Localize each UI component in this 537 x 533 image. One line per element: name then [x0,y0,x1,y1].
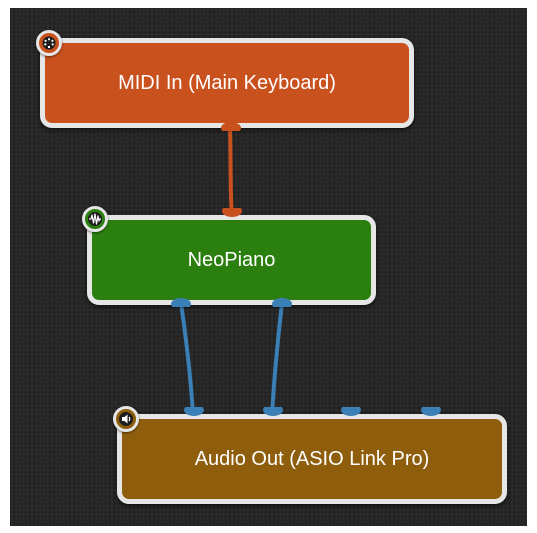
midi-in-port[interactable] [221,208,243,220]
audio-connection-wire-1[interactable] [179,301,195,418]
audio-out-port-2[interactable] [271,295,293,307]
midi-out-port[interactable] [220,119,242,131]
midi-in-node-label: MIDI In (Main Keyboard) [118,71,336,94]
audio-out-port-1[interactable] [170,295,192,307]
audio-out-node[interactable]: Audio Out (ASIO Link Pro) [117,414,507,504]
audio-in-port-3[interactable] [340,407,362,419]
node-graph-canvas[interactable]: MIDI In (Main Keyboard) NeoPiano [10,8,527,526]
midi-din-icon [36,30,62,56]
audio-in-port-2[interactable] [262,407,284,419]
midi-in-node[interactable]: MIDI In (Main Keyboard) [40,38,414,128]
audio-out-node-label: Audio Out (ASIO Link Pro) [194,447,430,470]
neopiano-node-label: NeoPiano [187,248,276,271]
audio-connection-wire-2[interactable] [270,301,284,418]
audio-in-port-1[interactable] [183,407,205,419]
speaker-icon [113,406,139,432]
audio-in-port-4[interactable] [420,407,442,419]
waveform-icon [82,206,108,232]
midi-connection-wire[interactable] [228,128,234,220]
neopiano-node[interactable]: NeoPiano [87,215,376,305]
